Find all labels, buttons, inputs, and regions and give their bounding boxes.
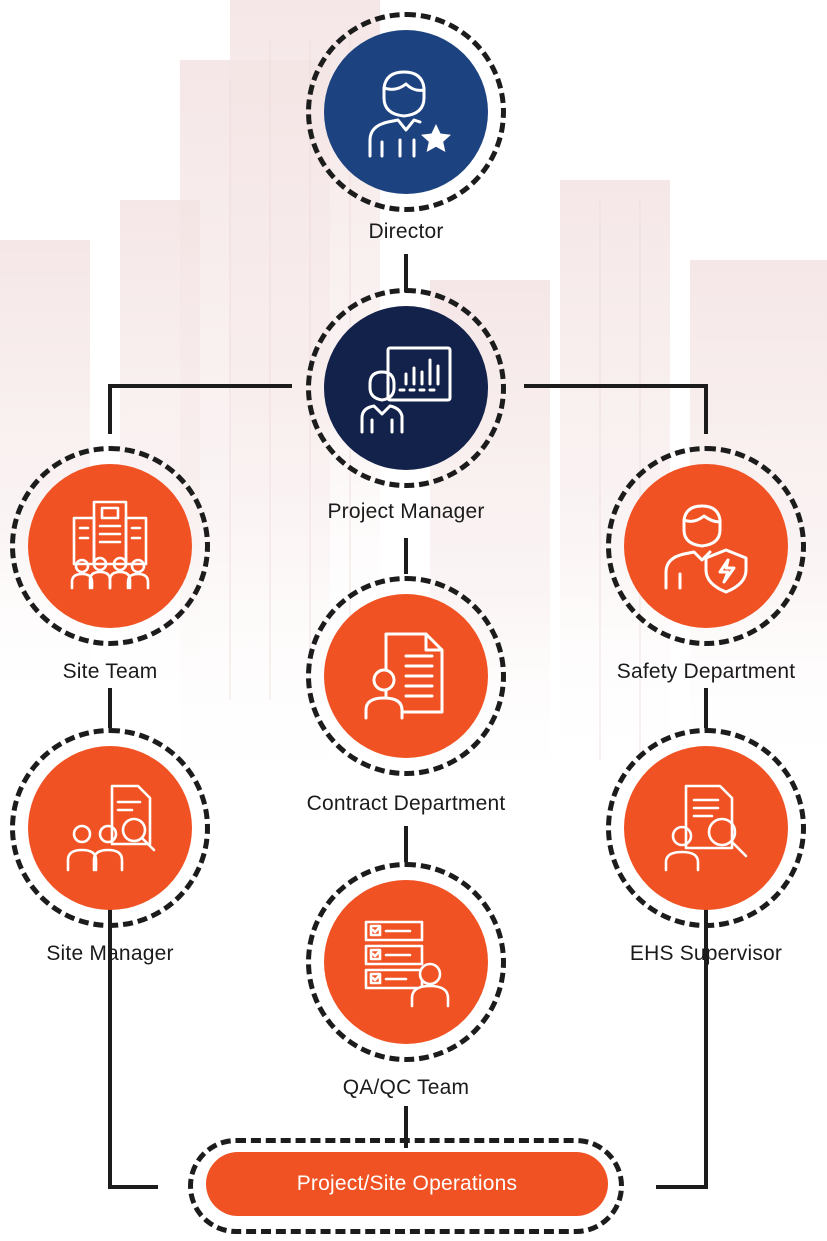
person-star-icon [368,70,451,158]
dashed-ring [306,862,506,1062]
safety-department-circle [624,464,788,628]
checklist-person-icon [364,920,450,1008]
dashed-ring [306,12,506,212]
dashed-ring [10,446,210,646]
dashed-ring [306,288,506,488]
operations-dashed-ring [188,1138,624,1234]
operations-label: Project/Site Operations [296,1172,518,1195]
person-document-search-icon [664,784,748,872]
node-label: EHS Supervisor [629,942,783,965]
dashed-ring [606,728,806,928]
director-circle [324,30,488,194]
node-label: Director [368,220,444,243]
site-manager-circle [28,746,192,910]
building-team-icon [70,500,150,590]
person-document-icon [364,632,444,720]
qa-qc-team-circle [324,880,488,1044]
person-shield-icon [664,504,748,594]
ehs-supervisor-circle [624,746,788,910]
node-label: Safety Department [616,660,796,683]
contract-department-circle [324,594,488,758]
node-label: Contract Department [306,792,506,815]
site-team-circle [28,464,192,628]
node-label: Site Manager [46,942,174,965]
dashed-ring [10,728,210,928]
operations-pill: Project/Site Operations [206,1152,608,1216]
presentation-chart-icon [360,346,452,434]
team-document-search-icon [66,784,156,872]
node-label: Site Team [62,660,158,683]
node-label: QA/QC Team [342,1076,470,1099]
project-manager-circle [324,306,488,470]
dashed-ring [606,446,806,646]
dashed-ring [306,576,506,776]
node-label: Project Manager [327,500,485,523]
